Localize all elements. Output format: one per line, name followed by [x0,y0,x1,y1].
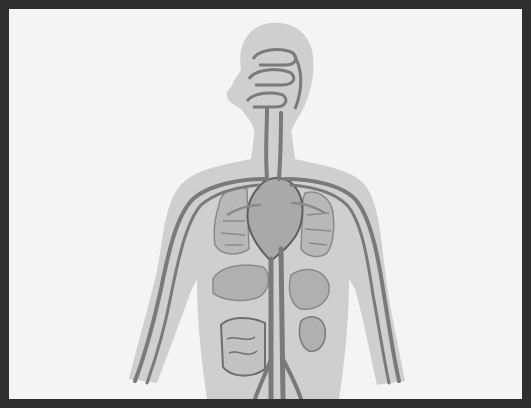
left-lung [301,192,334,256]
kidney [299,317,325,351]
liver [213,265,269,300]
circulatory-system-illustration [9,9,522,399]
intestines [221,318,265,376]
stomach [289,270,329,310]
